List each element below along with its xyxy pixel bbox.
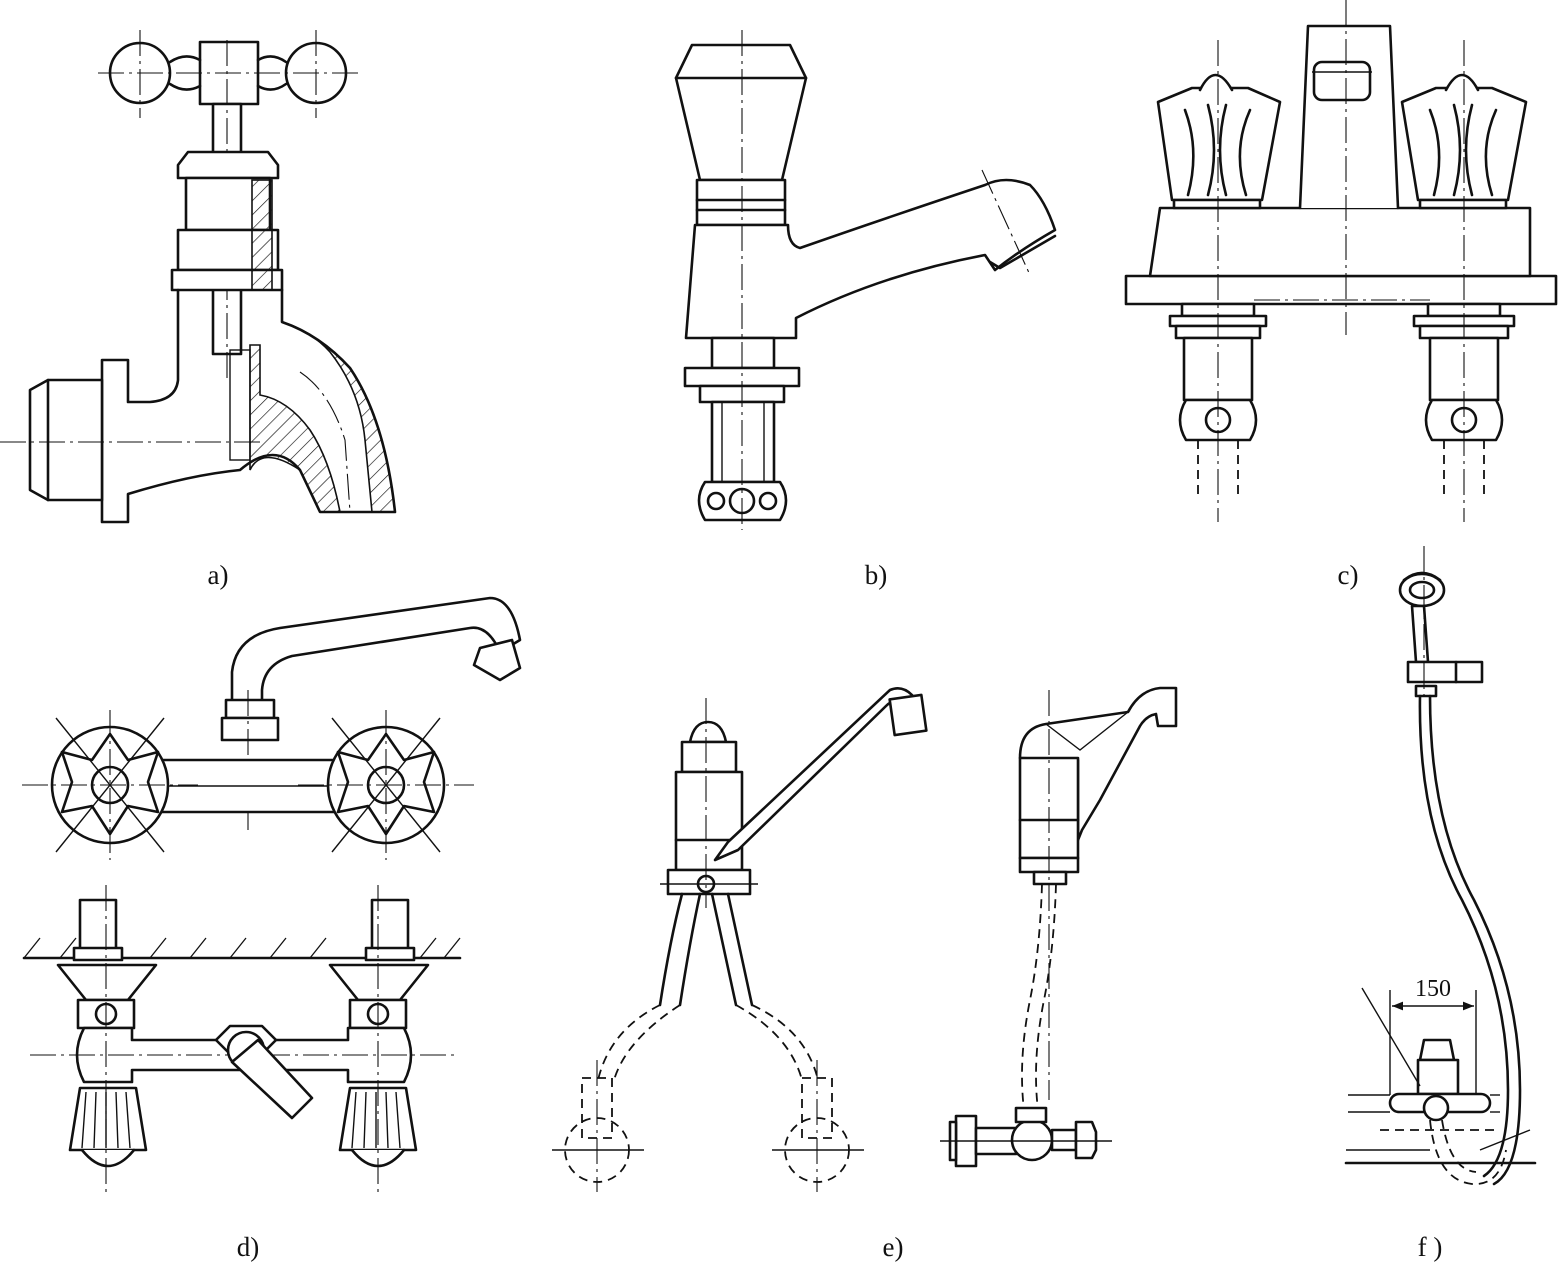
dimension-150: 150 <box>1415 976 1451 1002</box>
caption-e: e) <box>883 1232 904 1262</box>
caption-a: a) <box>208 560 229 590</box>
figure-a-bib-tap <box>0 30 397 524</box>
figure-e-single-lever-mixers <box>552 686 1178 1192</box>
caption-b: b) <box>865 560 888 590</box>
caption-f: f ) <box>1418 1232 1443 1262</box>
figure-c-deck-mixer <box>1124 0 1558 522</box>
figure-f-bath-shower-set: 150 <box>1344 546 1537 1186</box>
figure-d-wall-mixer <box>22 596 522 1192</box>
figure-b-basin-tap <box>674 30 1057 530</box>
caption-c: c) <box>1338 560 1359 590</box>
caption-d: d) <box>237 1232 260 1262</box>
